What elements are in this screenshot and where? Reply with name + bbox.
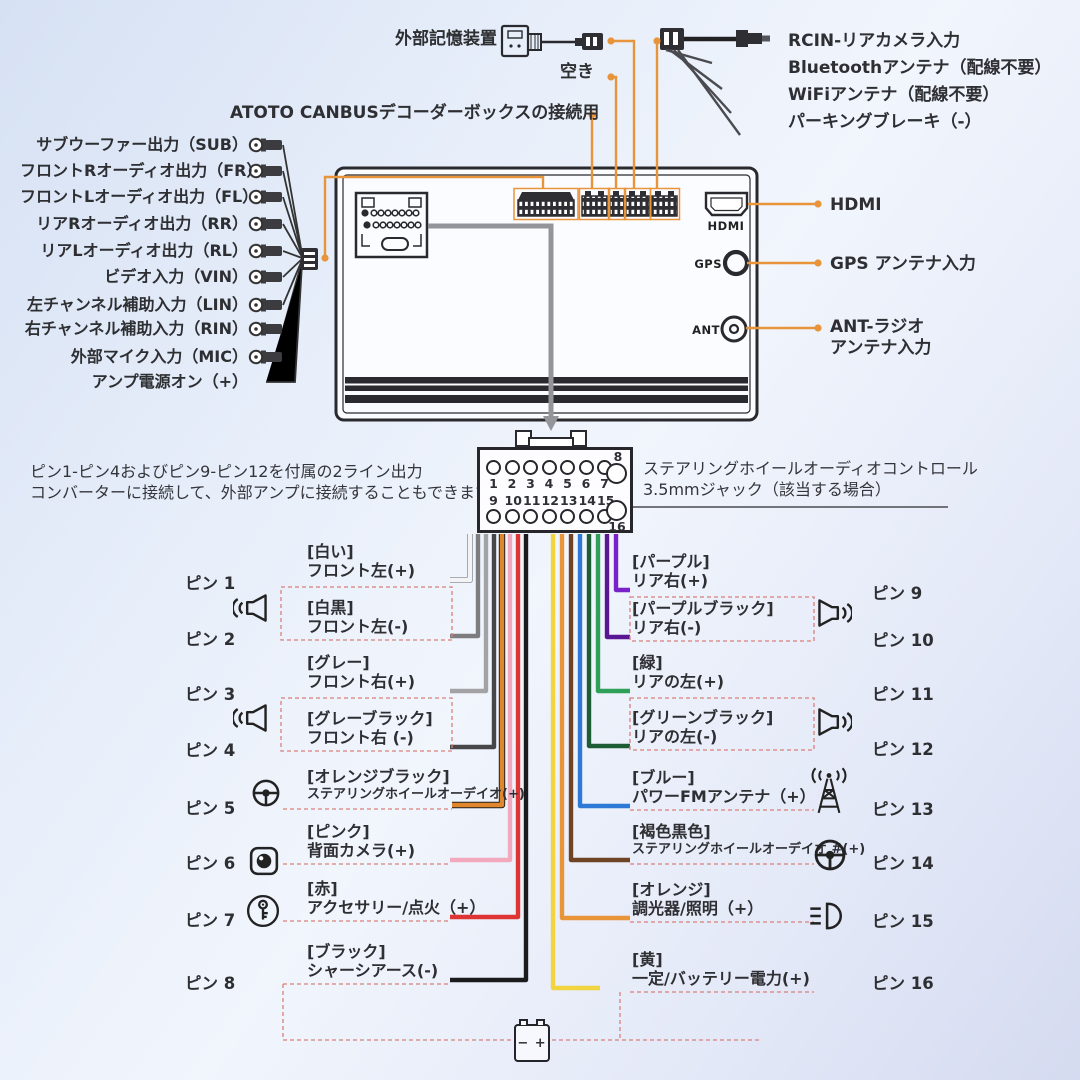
battery-icon: − + (514, 1019, 550, 1062)
pin-8-wire-label: [ブラック]シャーシアース(-) (307, 942, 439, 980)
pin-16-wire-label: [黄]一定/バッテリー電力(+) (632, 950, 810, 988)
label-canbus: ATOTO CANBUSデコーダーボックスの接続用 (230, 103, 600, 123)
pin-15-wire-label: [オレンジ]調光器/照明（+） (632, 880, 764, 918)
pin-2-wire-label: [白黒]フロント左(-) (307, 598, 409, 636)
pin-13-wire-label: [ブルー]パワーFMアンテナ（+） (632, 768, 816, 806)
pin-12: ピン 12 (872, 740, 934, 759)
rca-jack-icon (248, 321, 282, 337)
label-rcin: RCIN-リアカメラ入力 (788, 31, 961, 51)
pin-12-wire-label: [グリーンブラック]リアの左(-) (632, 708, 774, 746)
pin-1-wire-label: [白い]フロント左(+) (307, 542, 416, 580)
pin-11: ピン 11 (872, 685, 934, 704)
pin-3: ピン 3 (185, 685, 236, 704)
battery-polarity-label: − + (517, 1035, 547, 1051)
pin-number-8: 8 (613, 449, 623, 464)
label-output-sub: サブウーファー出力（SUB） (36, 135, 248, 154)
rca-jack-icon (248, 243, 282, 259)
rca-jack-icon (248, 349, 282, 365)
rca-jack-icon (248, 216, 282, 232)
note-left-line2: コンバーターに接続して、外部アンプに接続することもできます。 (30, 483, 506, 502)
label-input-lin: 左チャンネル補助入力（LIN） (26, 295, 248, 314)
pin-6: ピン 6 (185, 854, 236, 873)
label-external-storage: 外部記憶装置 (395, 29, 497, 49)
pin-number: 12 (541, 493, 559, 508)
pin-number: 13 (560, 493, 578, 508)
label-parking-brake: パーキングブレーキ（-） (788, 112, 982, 132)
rca-jack-icon (248, 137, 282, 153)
pin-number-16: 16 (608, 519, 626, 534)
pin-14: ピン 14 (872, 854, 934, 873)
ant-port-label: ANT (692, 323, 720, 337)
main-harness-wire (428, 223, 587, 448)
rca-jacks (248, 137, 318, 383)
label-hdmi: HDMI (830, 195, 882, 215)
label-wifi: WiFiアンテナ（配線不要） (788, 85, 1000, 105)
pin-number: 5 (563, 476, 572, 491)
iso-connector (354, 191, 429, 259)
note-right-line2: 3.5mmジャック（該当する場合） (643, 480, 891, 499)
label-output-fl: フロントLオーディオ出力（FL） (20, 187, 259, 206)
pin-1: ピン 1 (185, 574, 236, 593)
dashed-groups (280, 586, 815, 1041)
pin-number: 3 (526, 476, 535, 491)
pin-15: ピン 15 (872, 912, 934, 931)
pin-4: ピン 4 (185, 741, 236, 760)
harness-icon (660, 28, 770, 136)
pin-11-wire-label: [緑]リアの左(+) (632, 653, 725, 691)
label-amp-power: アンプ電源オン（+） (91, 372, 248, 391)
label-input-rin: 右チャンネル補助入力（RIN） (24, 319, 248, 338)
label-ant-radio-2: アンテナ入力 (830, 338, 932, 358)
pin-9: ピン 9 (872, 584, 923, 603)
pin-8: ピン 8 (185, 974, 236, 993)
pin-9-wire-label: [パープル]リア右(+) (632, 552, 710, 590)
label-input-vin: ビデオ入力（VIN） (104, 267, 248, 286)
pin-number: 10 (504, 493, 522, 508)
pin-6-wire-label: [ピンク]背面カメラ(+) (307, 822, 416, 860)
pin-10: ピン 10 (872, 631, 934, 650)
pin-number: 14 (578, 493, 596, 508)
pin-7: ピン 7 (185, 911, 236, 930)
pin-number: 7 (600, 476, 609, 491)
hdmi-port (704, 191, 749, 217)
rca-jack-icon (248, 163, 282, 179)
label-output-fr: フロントRオーディオ出力（FR） (20, 161, 263, 180)
pin-number: 6 (581, 476, 591, 491)
label-input-mic: 外部マイク入力（MIC） (70, 347, 248, 366)
pin-16: ピン 16 (872, 974, 934, 993)
pin-number: 2 (507, 476, 517, 491)
pin-13: ピン 13 (872, 800, 934, 819)
hdmi-port-label: HDMI (707, 219, 745, 233)
label-empty-slot: 空き (560, 62, 594, 82)
pin-number: 9 (489, 493, 498, 508)
label-ant-radio-1: ANT-ラジオ (830, 317, 925, 337)
pin-7-wire-label: [赤]アクセサリー/点火（+） (307, 879, 486, 917)
rca-jack-icon (248, 269, 282, 285)
pin-number: 11 (523, 493, 541, 508)
pin-number: 1 (489, 476, 498, 491)
rear-connectors (513, 187, 681, 221)
pin-3-wire-label: [グレー]フロント右(+) (307, 653, 416, 691)
label-gps-antenna: GPS アンテナ入力 (830, 254, 976, 274)
label-output-rr: リアRオーディオ出力（RR） (36, 214, 248, 233)
usb-connector-icon (500, 24, 603, 58)
head-unit-outline (334, 166, 759, 422)
pin-5: ピン 5 (185, 799, 236, 818)
pin-5-wire-label: [オレンジブラック]ステアリングホイールオーデイオ(+) (307, 767, 525, 802)
note-right-line1: ステアリングホイールオーディオコントロール (643, 459, 978, 478)
harness-connector-16pin: 1 2 3 4 5 6 7 8 9 10 11 12 13 14 15 16 (477, 447, 633, 533)
label-output-rl: リアLオーディオ出力（RL） (40, 241, 248, 260)
pin-number: 4 (544, 476, 554, 491)
pin-wires (450, 534, 630, 991)
pin-4-wire-label: [グレーブラック]フロント右 (-) (307, 709, 433, 747)
label-bluetooth: Bluetoothアンテナ（配線不要） (788, 58, 1052, 78)
gps-port-label: GPS (694, 257, 722, 271)
note-left-line1: ピン1-ピン4およびピン9-ピン12を付属の2ライン出力 (30, 462, 423, 481)
rca-jack-icon (248, 297, 282, 313)
pin-10-wire-label: [パープルブラック]リア右(-) (632, 599, 774, 637)
pin-2: ピン 2 (185, 630, 236, 649)
rca-jack-icon (248, 189, 282, 205)
leader-dots (321, 37, 822, 332)
pin-14-wire-label: [褐色黒色]ステアリングホイールオーデイオ #(+) (632, 822, 866, 857)
